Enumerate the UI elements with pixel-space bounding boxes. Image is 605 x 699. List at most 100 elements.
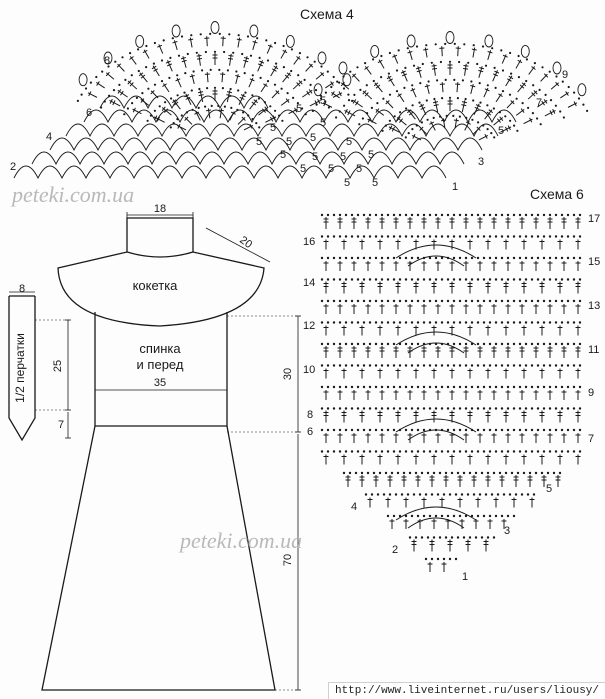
stitch-symbol [421,497,427,508]
chain-dot [518,407,522,410]
chain-dot [536,256,540,260]
chain-dot [488,364,492,367]
stitch-symbol [443,474,449,488]
chain-dot [462,471,466,475]
stitch-symbol [323,410,329,423]
chain-dot [398,364,402,367]
chain-dot [198,87,201,91]
row-number: 9 [588,387,594,399]
chain-dot [398,299,402,303]
chain-dot [249,54,253,57]
chain-dot [304,113,307,116]
chain-dot [237,89,240,92]
chain-dot [410,321,414,324]
chain-count-label: 5 [344,177,350,189]
dimension-body-height: 30 [282,368,294,380]
chain-dot [197,106,200,109]
chain-dot [217,104,220,107]
chain-dot [428,256,432,260]
chain-dot [368,428,372,432]
chain-dot [374,428,378,432]
stitch-symbol [339,80,352,92]
chain-dot [258,56,261,60]
chain-dot [504,115,507,118]
stitch-symbol [467,83,477,95]
chain-dot [458,115,461,118]
stitch-symbol [533,260,539,272]
chain-dot [404,213,408,217]
chain-dot [566,428,570,432]
chain-dot [360,471,364,475]
chain-dot [390,471,394,475]
chain-dot [180,35,184,38]
chain-dot [356,428,360,432]
stitch-symbol [447,539,453,552]
chain-dot [530,428,534,432]
chain-dot [392,407,396,410]
chain-dot [320,428,324,432]
fan-arc [407,342,465,354]
chain-dot [372,58,375,61]
chain-dot [444,78,447,81]
chain-dot [386,514,390,518]
stitch-symbol [365,345,371,359]
chain-dot [442,557,446,561]
chain-dot [510,471,514,475]
chain-dot [452,321,456,324]
chain-dot [404,514,408,518]
stitch-symbol [521,410,527,423]
chain-dot [504,471,508,475]
chain-dot [501,69,505,72]
chain-dot [452,514,456,518]
chain-dot [482,256,486,260]
chain-dot [440,364,444,367]
chain-dot [524,278,528,281]
chain-dot [471,118,474,121]
chain-dot [344,299,348,303]
chain-dot [388,493,392,496]
chain-dot [531,112,535,115]
stitch-symbol [441,561,447,573]
chain-dot [542,364,546,367]
chain-dot [560,364,564,367]
row-number: 3 [478,156,484,168]
chain-dot [514,493,518,496]
picot-loop [317,51,327,65]
chain-dot [410,385,414,389]
stitch-symbol [469,46,478,59]
stitch-symbol [379,303,385,315]
chain-dot [404,342,408,346]
stitch-symbol [107,97,122,109]
stitch-symbol [449,454,455,465]
stitch-symbol [350,71,362,84]
chain-dot [416,364,420,367]
chain-dot [386,235,390,238]
chain-dot [306,56,309,59]
chain-dot [386,364,390,367]
chain-dot [478,82,481,85]
stitch-symbol [183,92,194,107]
chain-dot [398,321,402,324]
chain-dot [524,428,528,432]
stitch-symbol [179,55,190,69]
stitch-symbol [421,389,427,401]
scheme-6-row-numbers-left: 2 4 6 8 10 12 14 16 [303,236,398,556]
chain-dot [463,43,466,46]
chain-dot [500,385,504,389]
chain-dot [326,235,330,238]
chain-dot [313,60,316,63]
chain-dot [404,385,408,389]
row-number: 2 [10,161,16,173]
chain-dot [578,364,582,367]
chain-dot [464,278,468,281]
chain-dot [548,70,551,73]
chain-dot [184,72,187,75]
chain-dot [434,43,437,46]
chain-dot [176,74,179,77]
stitch-symbol [503,368,509,379]
chain-dot [251,118,254,121]
chain-dot [362,342,366,346]
stitch-symbol [538,71,550,84]
chain-dot [472,99,475,102]
stitch-symbol [125,78,140,92]
